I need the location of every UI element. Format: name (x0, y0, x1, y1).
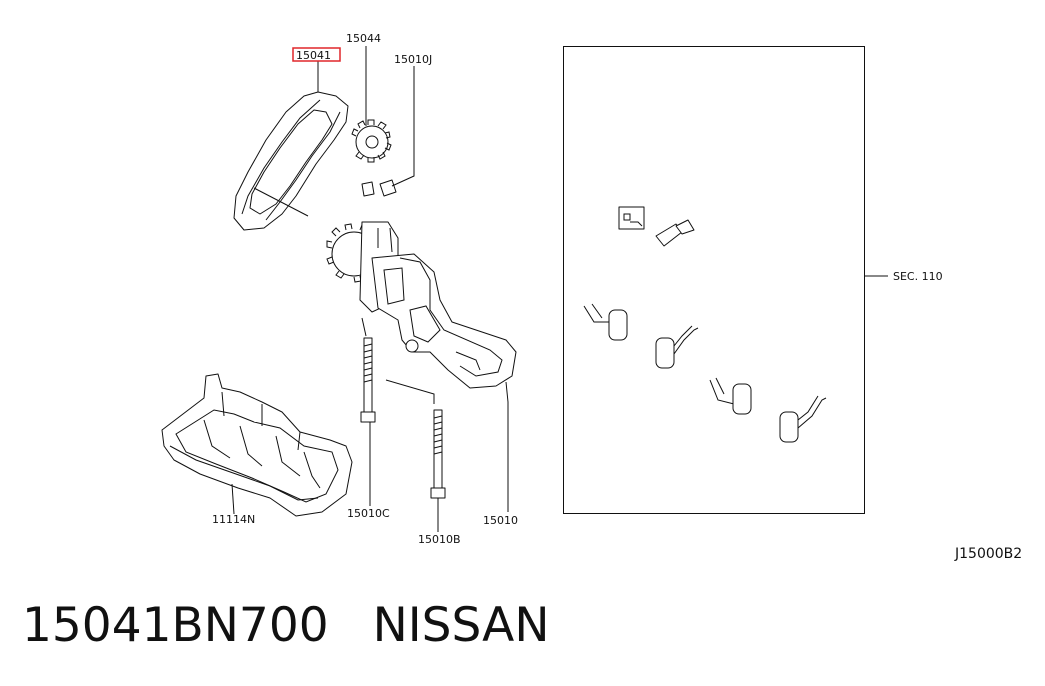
callout-15010[interactable]: 15010 (483, 514, 518, 527)
part-number: 15041BN700 (22, 598, 329, 653)
callout-15010c[interactable]: 15010C (347, 507, 390, 520)
bolt-15010c (360, 337, 376, 423)
bolt-15010b (430, 409, 446, 499)
callout-11114n[interactable]: 11114N (212, 513, 255, 526)
leader-lines (231, 46, 509, 532)
part-footer: 15041BN700 NISSAN (22, 598, 550, 653)
callout-15041[interactable]: 15041 (296, 49, 331, 62)
diagram-code: J15000B2 (954, 546, 1022, 562)
oil-pump (326, 221, 517, 389)
callout-15044[interactable]: 15044 (346, 32, 381, 45)
highlight-box (292, 47, 341, 62)
retainer-clips (361, 179, 397, 197)
parts-diagram: 15041 15044 15010J SEC. 110 11114N 15010… (161, 32, 1022, 562)
sec110-box (563, 46, 888, 514)
callout-sec-110[interactable]: SEC. 110 (893, 270, 943, 283)
crank-sprocket (351, 119, 392, 163)
callout-15010b[interactable]: 15010B (418, 533, 461, 546)
oil-pan-baffle (161, 373, 353, 517)
timing-chain (233, 91, 349, 231)
callout-15010j[interactable]: 15010J (394, 53, 432, 66)
brand-name: NISSAN (372, 598, 550, 653)
